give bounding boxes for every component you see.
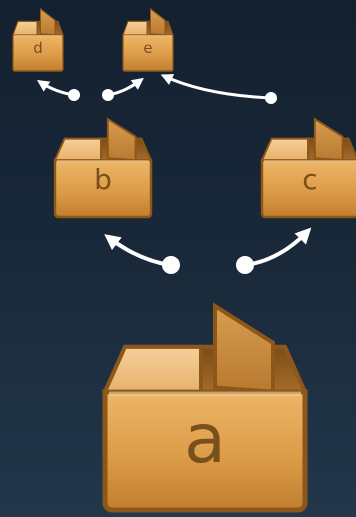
box-b-label: b — [94, 163, 112, 196]
connector-c-e — [160, 74, 277, 104]
connector-b-d — [37, 80, 80, 101]
box-e: e — [122, 8, 174, 72]
box-c: c — [260, 117, 356, 219]
box-e-label: e — [143, 39, 152, 57]
box-d: d — [12, 8, 64, 72]
box-d-label: d — [33, 39, 43, 57]
box-b: b — [53, 117, 153, 219]
connector-b-e — [102, 77, 144, 101]
connectors — [37, 74, 312, 274]
box-a-label: a — [184, 400, 226, 479]
connector-a-c — [236, 227, 312, 274]
box-a: a — [105, 306, 305, 510]
connector-a-b — [104, 234, 180, 274]
box-c-label: c — [302, 163, 317, 196]
